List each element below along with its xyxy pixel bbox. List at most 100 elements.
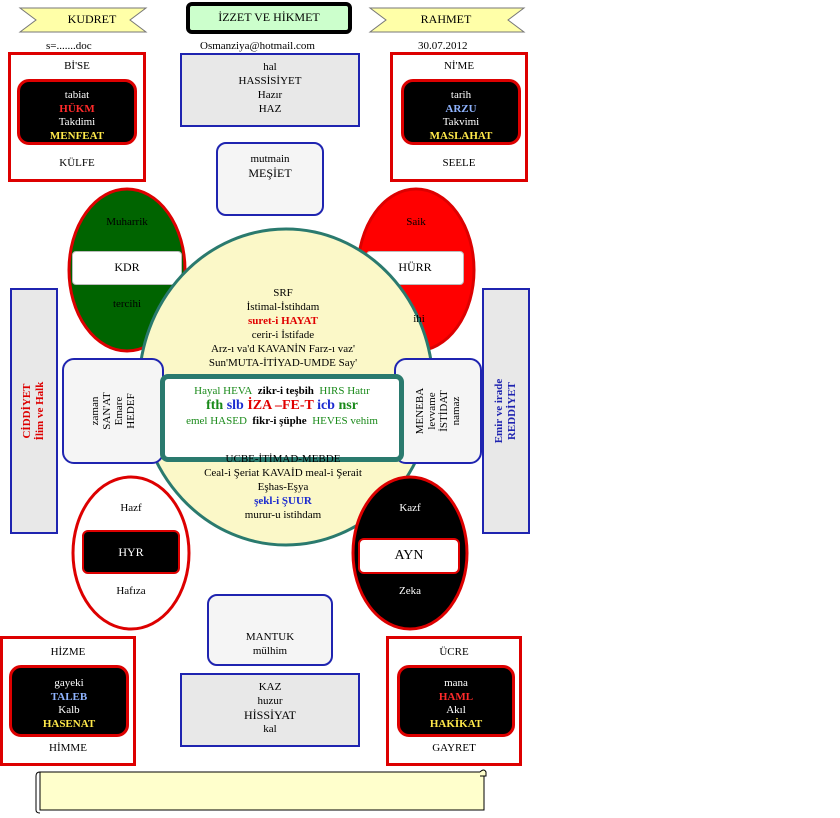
panel-line: HAML	[438, 690, 474, 703]
inner-center-box: Hayal HEVA zikr-i teşbih HIRS Hatır fth …	[160, 374, 404, 462]
panel-line: MASLAHAT	[429, 129, 493, 142]
side-line: namaz	[450, 396, 462, 426]
corner-panel: mana HAML Akıl HAKİKAT	[397, 665, 515, 737]
panel-line: MENFEAT	[49, 129, 105, 142]
small-line: MANTUK	[245, 631, 295, 643]
black-ellipse-bottom: Zeka	[399, 585, 421, 597]
panel-line: Kalb	[58, 704, 80, 716]
panel-line: tarih	[450, 89, 472, 101]
center-line: İstimal-İstihdam	[246, 301, 320, 313]
white-ellipse-top: Hazf	[120, 502, 142, 514]
side-line: zaman	[89, 396, 101, 426]
panel-line: HAKİKAT	[429, 717, 483, 730]
gray-line: HASSİSİYET	[238, 75, 302, 87]
side-line: SAN'AT	[101, 392, 113, 430]
corner-bottom-label: KÜLFE	[59, 157, 95, 169]
small-line: mutmain	[250, 153, 290, 165]
center-line: SRF	[273, 287, 293, 299]
vertical-line: CİDDİYET	[21, 383, 33, 439]
panel-line: tabiat	[64, 89, 90, 101]
center-line: Ceal-i Şeriat KAVAİD meal-i Şerait	[204, 467, 362, 479]
center-bottom-text: UCBE-İTİMAD-MEBDE Ceal-i Şeriat KAVAİD m…	[170, 452, 396, 522]
side-line: Emare	[113, 396, 125, 426]
gray-line: Hazır	[257, 89, 283, 101]
side-line: HEDEF	[125, 393, 137, 429]
vertical-line: İlim ve Halk	[34, 381, 46, 441]
inner-term: İZA	[247, 398, 272, 413]
center-top-text: SRF İstimal-İstihdam suret-i HAYAT cerir…	[170, 286, 396, 370]
small-line: MEŞİET	[248, 166, 292, 180]
right-vertical-box: Emir ve irade REDDİYET	[482, 288, 530, 534]
inner-term: fikr-i şüphe	[252, 415, 307, 427]
bottom-scroll-shape	[35, 769, 487, 814]
black-ellipse-top: Kazf	[399, 502, 421, 514]
gray-line: huzur	[257, 695, 283, 707]
inner-row-3: emel HASED fikr-i şüphe HEVES vehim	[165, 415, 399, 427]
inner-term: icb	[317, 398, 335, 413]
inner-term: HIRS Hatır	[319, 385, 370, 397]
corner-bottom-label: HİMME	[49, 742, 87, 754]
right-side-box: MENEBA levvame İSTİDAT namaz	[394, 358, 482, 464]
corner-box-bottom-left: HİZME gayeki TALEB Kalb HASENAT HİMME	[0, 636, 136, 766]
panel-line: mana	[444, 677, 468, 689]
panel-line: Takvimi	[442, 116, 480, 128]
panel-line: ARZU	[445, 102, 477, 115]
red-ellipse-bottom: ihi	[413, 313, 425, 325]
left-side-box: zaman SAN'AT Emare HEDEF	[62, 358, 164, 464]
rahmet-label: RAHMET	[420, 12, 472, 26]
bottom-gray-box: KAZ huzur HİSSİYAT kal	[180, 673, 360, 747]
green-ellipse-top: Muharrik	[106, 216, 148, 228]
corner-top-label: Bİ'SE	[64, 60, 90, 72]
corner-bottom-label: SEELE	[442, 157, 476, 169]
center-line: Arz-ı va'd KAVANİN Farz-ı vaz'	[210, 343, 356, 355]
green-ellipse-bar: KDR	[72, 251, 182, 285]
panel-line: HÜKM	[59, 102, 95, 115]
white-ellipse-bar-text: HYR	[118, 545, 144, 559]
side-line: MENEBA	[414, 387, 426, 435]
center-line: şekl-i ŞUUR	[254, 495, 312, 507]
inner-term: Hayal HEVA	[194, 385, 253, 397]
gray-line: KAZ	[258, 681, 282, 693]
inner-term: –FE-T	[274, 398, 314, 413]
gray-line: HAZ	[258, 103, 282, 115]
inner-term: zikr-i teşbih	[257, 385, 314, 397]
vertical-line: REDDİYET	[506, 381, 518, 441]
bottom-small-box: MANTUK mülhim	[207, 594, 333, 666]
inner-row-2: fth slb İZA –FE-T icb nsr	[165, 398, 399, 414]
center-line: Eşhas-Eşya	[257, 481, 309, 493]
inner-row-1: Hayal HEVA zikr-i teşbih HIRS Hatır	[165, 385, 399, 397]
left-vertical-box: CİDDİYET İlim ve Halk	[10, 288, 58, 534]
center-line: Sun'MUTA-İTİYAD-UMDE Say'	[208, 357, 358, 369]
black-ellipse-bar-text: AYN	[394, 548, 424, 563]
black-ellipse-bar: AYN	[358, 538, 460, 574]
corner-top-label: HİZME	[50, 646, 86, 658]
gray-line: HİSSİYAT	[243, 708, 296, 722]
vertical-line: Emir ve irade	[493, 378, 505, 444]
corner-panel: gayeki TALEB Kalb HASENAT	[9, 665, 129, 737]
corner-box-top-left: Bİ'SE tabiat HÜKM Takdimi MENFEAT KÜLFE	[8, 52, 146, 182]
corner-top-label: ÜCRE	[439, 646, 469, 658]
right-side-text: MENEBA levvame İSTİDAT namaz	[414, 388, 462, 434]
panel-line: gayeki	[54, 677, 84, 689]
center-line: suret-i HAYAT	[248, 315, 318, 327]
rahmet-banner-shape	[368, 7, 526, 33]
top-gray-box: hal HASSİSİYET Hazır HAZ	[180, 53, 360, 127]
corner-panel: tarih ARZU Takvimi MASLAHAT	[401, 79, 521, 145]
side-line: levvame	[426, 392, 438, 430]
panel-line: Akıl	[446, 704, 466, 716]
center-line: murur-u istihdam	[244, 509, 322, 521]
inner-term: nsr	[338, 398, 358, 413]
inner-term: emel HASED	[186, 415, 247, 427]
page-title: İZZET VE HİKMET	[186, 2, 352, 34]
kudret-label: KUDRET	[67, 12, 117, 26]
date-text: 30.07.2012	[418, 40, 468, 52]
panel-line: HASENAT	[42, 717, 96, 730]
gray-line: kal	[263, 723, 277, 735]
corner-bottom-label: GAYRET	[432, 742, 476, 754]
inner-term: slb	[226, 398, 244, 413]
email-text: Osmanziya@hotmail.com	[200, 40, 315, 52]
filename-text: s=.......doc	[46, 40, 92, 52]
corner-top-label: Nİ'ME	[443, 60, 475, 72]
small-line: mülhim	[252, 645, 288, 657]
green-ellipse-bottom: tercihi	[112, 298, 142, 310]
